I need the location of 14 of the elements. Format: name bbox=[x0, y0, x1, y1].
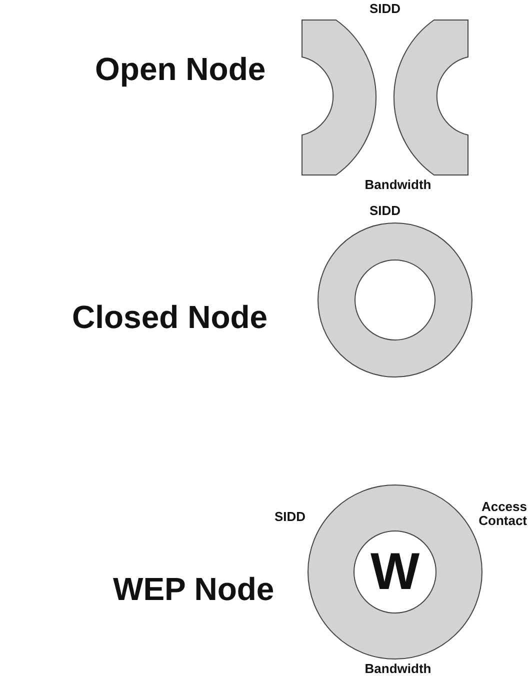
open-node-right-bracket bbox=[392, 19, 469, 177]
inner-circle bbox=[353, 530, 437, 614]
field-label: Bandwidth bbox=[364, 662, 432, 676]
node-type-label: WEP Node bbox=[113, 572, 274, 608]
open-node-left-bracket bbox=[301, 19, 378, 177]
node-letter: W bbox=[370, 546, 420, 598]
closed-node-ring bbox=[317, 222, 473, 378]
field-label: SIDD bbox=[368, 204, 402, 218]
field-label: SIDD bbox=[368, 2, 402, 16]
field-label: Bandwidth bbox=[364, 178, 432, 192]
node-type-label: Closed Node bbox=[72, 300, 268, 336]
field-label: Access Contact bbox=[478, 500, 527, 529]
node-type-label: Open Node bbox=[95, 52, 266, 88]
field-label: SIDD bbox=[273, 510, 307, 524]
